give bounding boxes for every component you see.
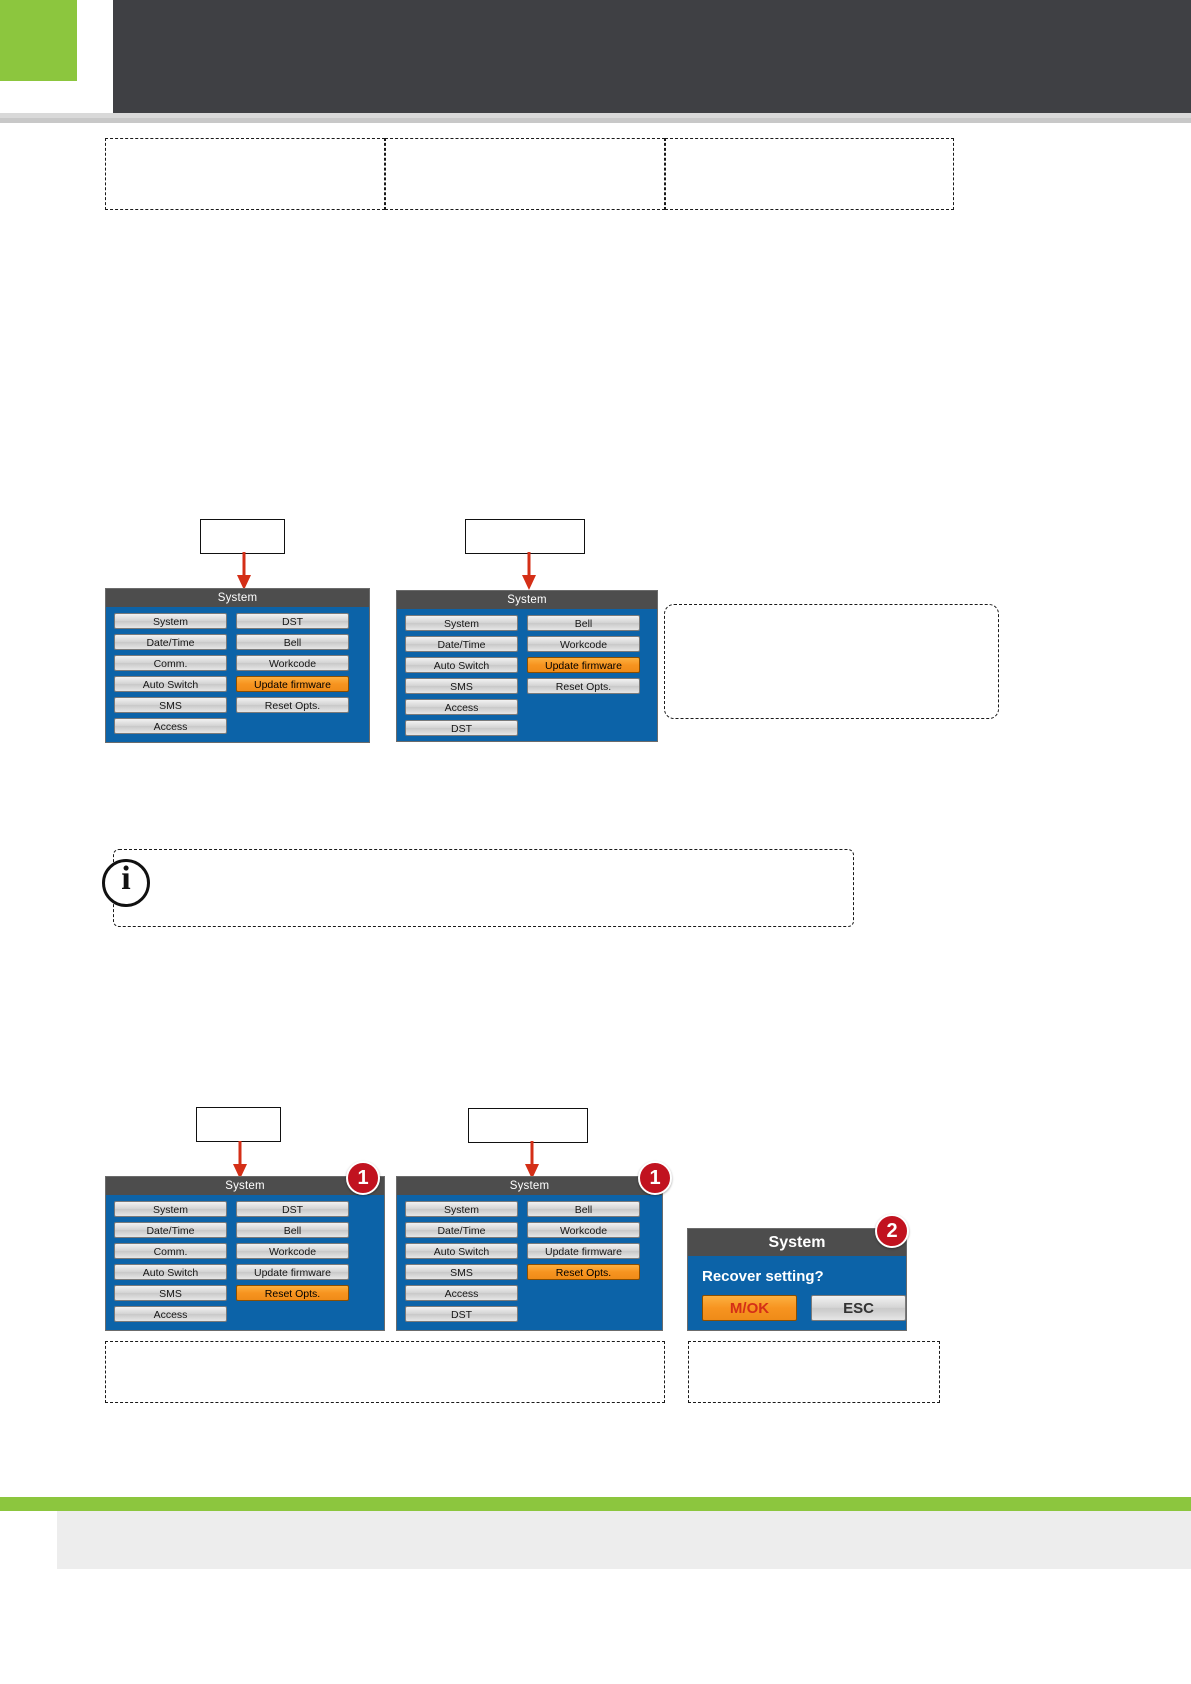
step-badge-1: 1: [346, 1161, 380, 1195]
footer-accent-bar: [0, 1497, 1191, 1511]
step-badge-1-right: 1: [638, 1161, 672, 1195]
page-header: [0, 0, 1191, 113]
table-cell: [665, 138, 954, 210]
menu-item-sms[interactable]: SMS: [405, 1264, 518, 1280]
menu-column-right: Bell Workcode Update firmware Reset Opts…: [527, 1201, 640, 1322]
menu-item-date-time[interactable]: Date/Time: [114, 1222, 227, 1238]
menu-item-workcode[interactable]: Workcode: [527, 636, 640, 652]
figure1-callout-right: [465, 519, 585, 554]
menu-item-comm[interactable]: Comm.: [114, 655, 227, 671]
menu-item-access[interactable]: Access: [114, 1306, 227, 1322]
dialog-button-row: M/OK ESC: [688, 1295, 906, 1331]
figure1-device-screen-right: System System Date/Time Auto Switch SMS …: [396, 590, 658, 742]
menu-item-reset-opts[interactable]: Reset Opts.: [527, 678, 640, 694]
dialog-ok-button[interactable]: M/OK: [702, 1295, 797, 1321]
menu-item-dst[interactable]: DST: [236, 1201, 349, 1217]
menu-item-comm[interactable]: Comm.: [114, 1243, 227, 1259]
menu-item-update-firmware[interactable]: Update firmware: [236, 1264, 349, 1280]
menu-item-auto-switch[interactable]: Auto Switch: [405, 1243, 518, 1259]
menu-item-update-firmware[interactable]: Update firmware: [527, 657, 640, 673]
header-divider-shadow: [0, 118, 1191, 123]
figure2-arrow-left: [233, 1141, 247, 1179]
menu-item-date-time[interactable]: Date/Time: [405, 636, 518, 652]
top-table: [105, 138, 954, 210]
menu-item-sms[interactable]: SMS: [114, 1285, 227, 1301]
menu-column-left: System Date/Time Comm. Auto Switch SMS A…: [114, 613, 227, 734]
menu-item-dst[interactable]: DST: [405, 720, 518, 736]
menu-item-workcode[interactable]: Workcode: [527, 1222, 640, 1238]
step-badge-2: 2: [875, 1214, 909, 1248]
screen-title: System: [106, 589, 369, 607]
menu-item-dst[interactable]: DST: [236, 613, 349, 629]
menu-item-access[interactable]: Access: [405, 1285, 518, 1301]
menu-item-date-time[interactable]: Date/Time: [405, 1222, 518, 1238]
table-cell: [105, 138, 385, 210]
figure2-confirm-dialog: System Recover setting? M/OK ESC: [687, 1228, 907, 1331]
figure1-callout-left: [200, 519, 285, 554]
menu-item-update-firmware[interactable]: Update firmware: [527, 1243, 640, 1259]
menu-item-system[interactable]: System: [114, 613, 227, 629]
menu-item-sms[interactable]: SMS: [405, 678, 518, 694]
menu-item-system[interactable]: System: [405, 615, 518, 631]
figure1-note-box: [664, 604, 999, 719]
figure2-device-screen-right: System System Date/Time Auto Switch SMS …: [396, 1176, 663, 1331]
menu-item-reset-opts[interactable]: Reset Opts.: [236, 1285, 349, 1301]
info-note-text: [114, 850, 853, 874]
menu-item-bell[interactable]: Bell: [236, 1222, 349, 1238]
menu-item-auto-switch[interactable]: Auto Switch: [405, 657, 518, 673]
menu-item-workcode[interactable]: Workcode: [236, 655, 349, 671]
screen-title: System: [397, 591, 657, 609]
footer-bar: [57, 1511, 1191, 1569]
menu-column-right: DST Bell Workcode Update firmware Reset …: [236, 1201, 349, 1322]
info-icon: [102, 859, 150, 907]
dialog-message: Recover setting?: [702, 1268, 824, 1285]
menu-item-reset-opts[interactable]: Reset Opts.: [236, 697, 349, 713]
menu-item-system[interactable]: System: [114, 1201, 227, 1217]
menu-column-left: System Date/Time Auto Switch SMS Access …: [405, 615, 518, 736]
dialog-title: System: [688, 1229, 906, 1256]
menu-item-system[interactable]: System: [405, 1201, 518, 1217]
figure2-caption-right: [688, 1341, 940, 1403]
menu-item-date-time[interactable]: Date/Time: [114, 634, 227, 650]
screen-menu: System Date/Time Auto Switch SMS Access …: [397, 609, 657, 744]
menu-item-dst[interactable]: DST: [405, 1306, 518, 1322]
screen-menu: System Date/Time Comm. Auto Switch SMS A…: [106, 1195, 384, 1330]
menu-item-workcode[interactable]: Workcode: [236, 1243, 349, 1259]
menu-item-bell[interactable]: Bell: [527, 1201, 640, 1217]
menu-item-auto-switch[interactable]: Auto Switch: [114, 676, 227, 692]
screen-title: System: [397, 1177, 662, 1195]
menu-item-access[interactable]: Access: [114, 718, 227, 734]
menu-item-auto-switch[interactable]: Auto Switch: [114, 1264, 227, 1280]
menu-column-right: Bell Workcode Update firmware Reset Opts…: [527, 615, 640, 736]
figure2-caption-left: [105, 1341, 665, 1403]
menu-item-reset-opts[interactable]: Reset Opts.: [527, 1264, 640, 1280]
screen-menu: System Date/Time Comm. Auto Switch SMS A…: [106, 607, 369, 742]
header-title-bar: [113, 0, 1191, 113]
figure2-device-screen-left: System System Date/Time Comm. Auto Switc…: [105, 1176, 385, 1331]
figure1-device-screen-left: System System Date/Time Comm. Auto Switc…: [105, 588, 370, 743]
figure2-callout-left: [196, 1107, 281, 1142]
menu-item-bell[interactable]: Bell: [527, 615, 640, 631]
screen-menu: System Date/Time Auto Switch SMS Access …: [397, 1195, 662, 1330]
menu-item-sms[interactable]: SMS: [114, 697, 227, 713]
menu-column-left: System Date/Time Comm. Auto Switch SMS A…: [114, 1201, 227, 1322]
header-accent-block: [0, 0, 77, 81]
menu-column-right: DST Bell Workcode Update firmware Reset …: [236, 613, 349, 734]
dialog-cancel-button[interactable]: ESC: [811, 1295, 906, 1321]
table-cell: [385, 138, 665, 210]
figure2-callout-right: [468, 1108, 588, 1143]
figure1-arrow-left: [237, 552, 251, 590]
menu-item-update-firmware[interactable]: Update firmware: [236, 676, 349, 692]
figure1-arrow-right: [522, 552, 536, 590]
screen-title: System: [106, 1177, 384, 1195]
menu-item-access[interactable]: Access: [405, 699, 518, 715]
figure2-arrow-right: [525, 1141, 539, 1179]
menu-item-bell[interactable]: Bell: [236, 634, 349, 650]
info-note-box: [102, 849, 854, 927]
menu-column-left: System Date/Time Auto Switch SMS Access …: [405, 1201, 518, 1322]
